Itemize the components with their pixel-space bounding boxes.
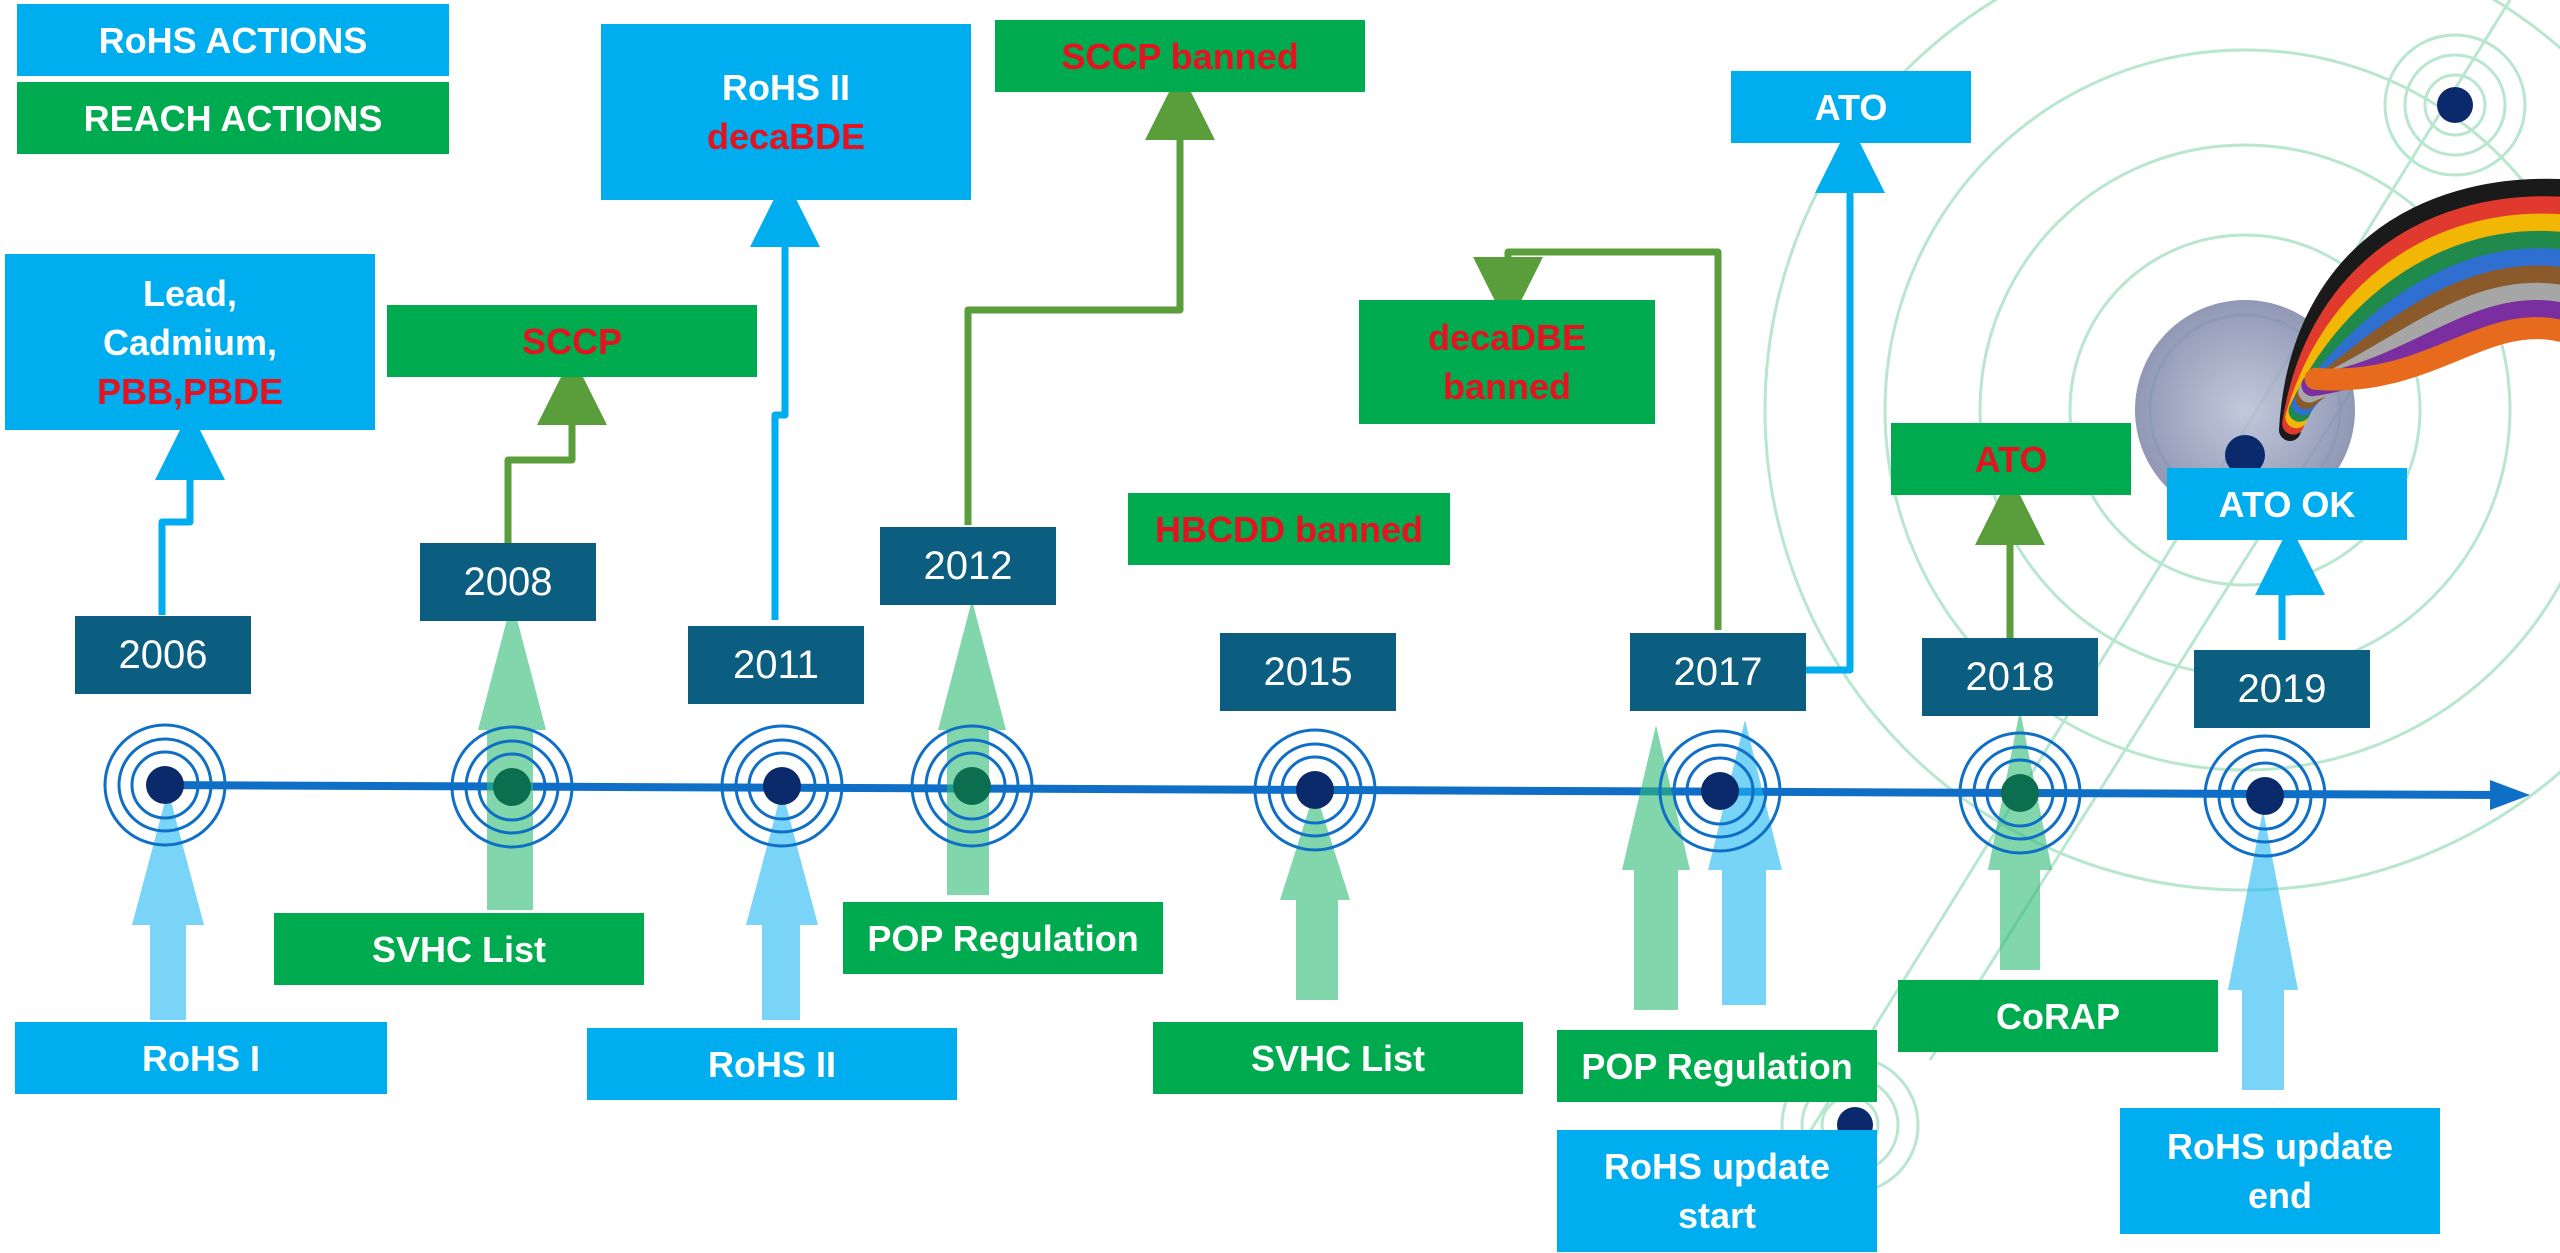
rohs-update-start-line2: start bbox=[1677, 1195, 1757, 1236]
year-2018: 2018 bbox=[1922, 638, 2098, 716]
cable-strand bbox=[2304, 317, 2560, 391]
ato-2017-label: ATO bbox=[1814, 86, 1888, 128]
timeline-markers bbox=[103, 723, 2327, 858]
svhc-list-2008-label: SVHC List bbox=[371, 928, 547, 970]
sccp-box: SCCP bbox=[387, 305, 757, 377]
year-2008: 2008 bbox=[420, 543, 596, 621]
rohs-2-title: RoHS II bbox=[721, 67, 850, 108]
pop-regulation-2017-box: POP Regulation bbox=[1557, 1030, 1877, 1102]
legend-reach-label: REACH ACTIONS bbox=[83, 97, 383, 139]
timeline-target-marker bbox=[1253, 728, 1377, 852]
rohs-substances-2006: Lead, Cadmium, PBB,PBDE bbox=[5, 254, 375, 430]
ato-ok-label: ATO OK bbox=[2218, 483, 2356, 525]
year-2012: 2012 bbox=[880, 527, 1056, 605]
year-label: 2019 bbox=[2237, 666, 2327, 711]
rohs-update-end-box: RoHS update end bbox=[2120, 1108, 2440, 1234]
year-2017: 2017 bbox=[1630, 633, 1806, 711]
legend-rohs-label: RoHS ACTIONS bbox=[98, 19, 368, 61]
year-2015: 2015 bbox=[1220, 633, 1396, 711]
ato-2018-box: ATO bbox=[1891, 423, 2131, 495]
year-2019: 2019 bbox=[2194, 650, 2370, 728]
year-label: 2018 bbox=[1965, 654, 2055, 699]
cable-bundle-graphic bbox=[2135, 178, 2560, 520]
rohs-update-end-line2: end bbox=[2247, 1175, 2312, 1216]
year-label: 2015 bbox=[1263, 649, 1353, 694]
year-2011: 2011 bbox=[688, 626, 864, 704]
svhc-list-2015-label: SVHC List bbox=[1250, 1037, 1426, 1079]
timeline-target-marker bbox=[1658, 729, 1782, 853]
decadbe-banned-line2: banned bbox=[1442, 366, 1571, 407]
decadbe-banned-line1: decaDBE bbox=[1427, 317, 1587, 358]
year-label: 2008 bbox=[463, 559, 553, 604]
decabde-label: decaBDE bbox=[706, 116, 866, 157]
timeline-target-marker bbox=[1958, 731, 2082, 855]
substance-lead: Lead, bbox=[142, 272, 238, 314]
rohs-1-box: RoHS I bbox=[15, 1022, 387, 1094]
rohs-2-box: RoHS II bbox=[587, 1028, 957, 1100]
event-pointer-arrows bbox=[132, 600, 2298, 1090]
timeline-target-marker bbox=[910, 724, 1034, 848]
pop-regulation-2012-label: POP Regulation bbox=[867, 917, 1139, 959]
year-label: 2017 bbox=[1673, 649, 1763, 694]
pop-regulation-2017-label: POP Regulation bbox=[1581, 1045, 1853, 1087]
sccp-label: SCCP bbox=[521, 320, 623, 362]
decorative-dot bbox=[2437, 87, 2473, 123]
timeline-target-marker bbox=[2203, 734, 2327, 858]
pop-regulation-2012-box: POP Regulation bbox=[843, 902, 1163, 974]
rohs-1-label: RoHS I bbox=[141, 1037, 260, 1079]
svhc-list-2008-box: SVHC List bbox=[274, 913, 644, 985]
ato-2018-label: ATO bbox=[1974, 438, 2048, 480]
decadbe-banned-box: decaDBE banned bbox=[1359, 300, 1655, 424]
svhc-list-2015-box: SVHC List bbox=[1153, 1022, 1523, 1094]
timeline-arrowhead bbox=[2490, 780, 2530, 810]
ato-2017-box: ATO bbox=[1731, 71, 1971, 143]
legend-reach: REACH ACTIONS bbox=[17, 82, 449, 154]
rohs-update-start-line1: RoHS update bbox=[1603, 1146, 1830, 1187]
year-label: 2011 bbox=[732, 642, 819, 687]
corap-label: CoRAP bbox=[1996, 995, 2120, 1037]
year-2006: 2006 bbox=[75, 616, 251, 694]
year-label: 2012 bbox=[923, 543, 1013, 588]
timeline-target-marker bbox=[103, 723, 227, 847]
ato-ok-box: ATO OK bbox=[2167, 468, 2407, 540]
rohs-update-start-box: RoHS update start bbox=[1557, 1130, 1877, 1252]
timeline-target-marker bbox=[450, 725, 574, 849]
timeline-target-marker bbox=[720, 724, 844, 848]
hbcdd-banned-label: HBCDD banned bbox=[1155, 508, 1423, 550]
hbcdd-banned-box: HBCDD banned bbox=[1128, 493, 1450, 565]
sccp-banned-label: SCCP banned bbox=[1061, 35, 1299, 77]
rohs-2-label: RoHS II bbox=[707, 1043, 836, 1085]
year-label: 2006 bbox=[118, 632, 208, 677]
rohs-update-end-line1: RoHS update bbox=[2166, 1126, 2393, 1167]
sccp-banned-box: SCCP banned bbox=[995, 20, 1365, 92]
legend-rohs: RoHS ACTIONS bbox=[17, 4, 449, 76]
connector-arrows bbox=[155, 70, 2325, 674]
substance-cadmium: Cadmium, bbox=[102, 321, 278, 363]
rohs-2-decabde-box: RoHS II decaBDE bbox=[601, 24, 971, 200]
corap-box: CoRAP bbox=[1898, 980, 2218, 1052]
substance-pbb-pbde: PBB,PBDE bbox=[96, 370, 284, 412]
